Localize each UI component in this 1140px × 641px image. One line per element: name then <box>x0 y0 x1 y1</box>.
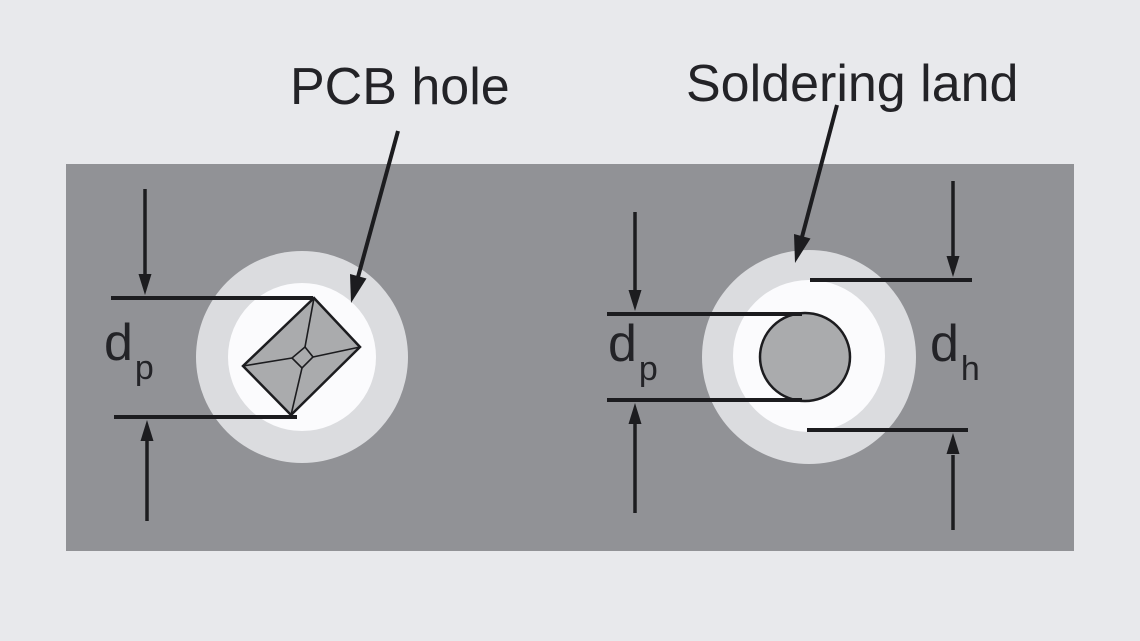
pcb-hole-leader-arrowhead <box>350 274 367 303</box>
soldering-land-leader-arrowhead <box>794 234 811 263</box>
right-dh-label-subscript: h <box>960 350 980 388</box>
pcb-hole-leader-line <box>356 130 400 278</box>
left-dp-label-subscript: p <box>134 349 154 387</box>
right-dh-label-base: d <box>930 315 959 373</box>
right-dp-arrow-down-head <box>628 290 642 311</box>
right-dp-label-subscript: p <box>638 350 658 388</box>
pin-facet-line <box>304 297 315 348</box>
right-dp-arrow-up-head <box>628 403 642 424</box>
pcb-hole-label: PCB hole <box>290 58 510 116</box>
right-round-pin <box>758 311 852 403</box>
pin-facet-line <box>312 346 361 358</box>
right-dp-label: dp <box>608 315 658 386</box>
left-dp-arrow-down-head <box>138 274 152 295</box>
pin-facet-line <box>242 357 293 367</box>
left-dp-label-base: d <box>104 314 133 372</box>
right-dp-label-base: d <box>608 315 637 373</box>
left-dp-arrow-up-head <box>140 420 154 441</box>
pin-tip-facet <box>290 345 315 370</box>
left-dp-label: dp <box>104 314 154 385</box>
soldering-land-leader-line <box>800 104 839 238</box>
soldering-land-label: Soldering land <box>686 55 1019 113</box>
right-dh-arrow-up-head <box>946 433 960 454</box>
right-dh-arrow-down-head <box>946 256 960 277</box>
right-dh-label: dh <box>930 315 980 386</box>
pin-facet-line <box>290 367 303 416</box>
